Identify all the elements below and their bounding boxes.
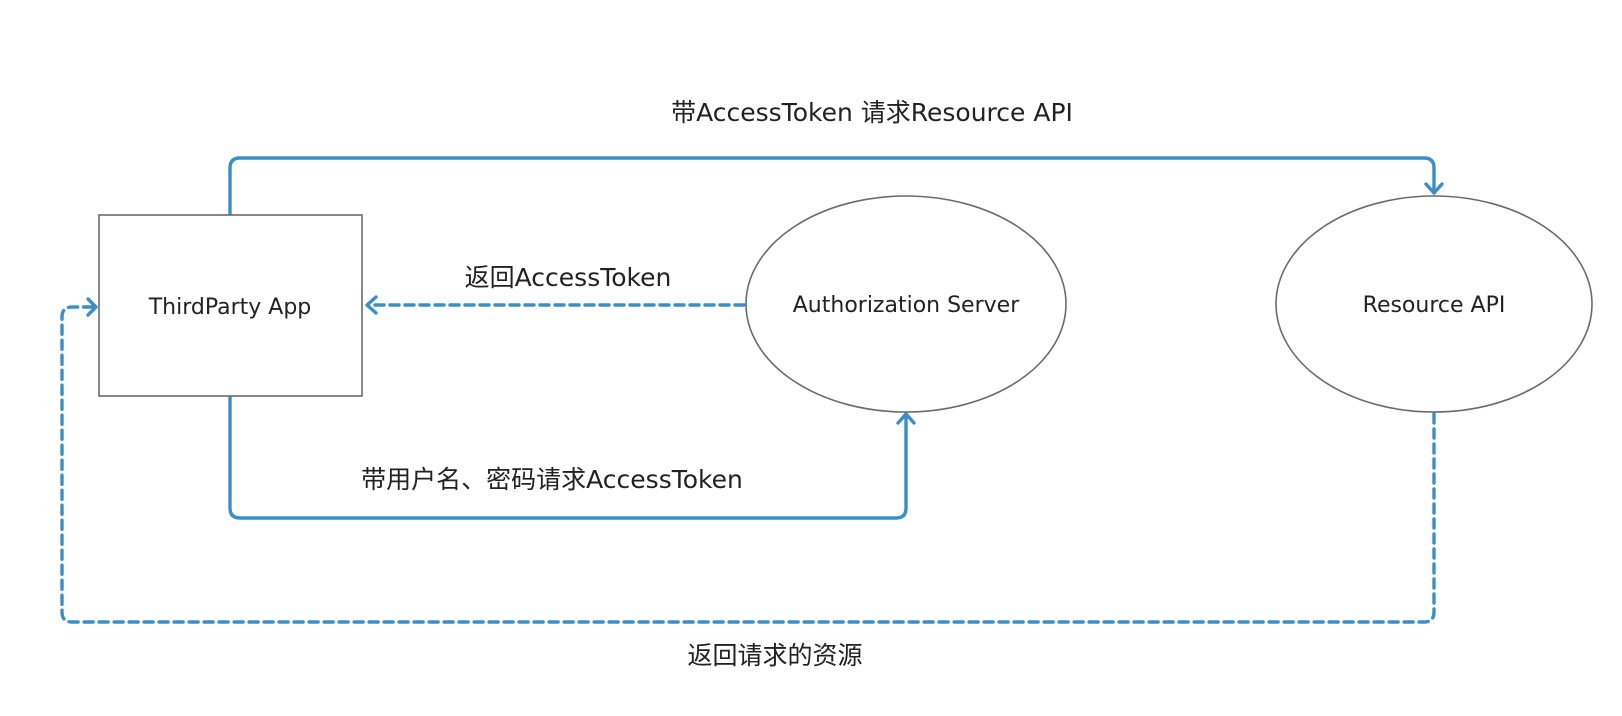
edge-request-resource-line [228,156,1436,216]
node-thirdparty-app-label: ThirdParty App [148,295,312,320]
edge-request-token-label: 带用户名、密码请求AccessToken [361,465,743,494]
edge-return-token-label: 返回AccessToken [465,263,672,292]
edge-request-token-line [228,394,908,520]
edge-return-resource-arrowhead [86,297,98,317]
node-thirdparty-app: ThirdParty App [98,214,363,397]
node-authorization-server-ellipse [745,195,1067,413]
edge-return-token-arrowhead [365,295,378,315]
edge-request-resource-label: 带AccessToken 请求Resource API [671,98,1073,127]
node-resource-api-label: Resource API [1363,293,1506,318]
edge-return-token: 返回AccessToken [365,263,746,315]
edge-return-resource-line [60,305,1436,624]
edge-return-resource: 返回请求的资源 [60,297,1436,670]
node-resource-api: Resource API [1275,195,1593,413]
edge-request-resource-arrowhead [1424,182,1444,195]
edge-request-token-arrowhead [896,412,916,425]
node-authorization-server: Authorization Server [745,195,1067,413]
node-resource-api-ellipse [1275,195,1593,413]
edge-request-resource: 带AccessToken 请求Resource API [228,98,1444,216]
edge-request-token: 带用户名、密码请求AccessToken [228,394,916,520]
node-thirdparty-app-box [98,214,363,397]
edge-return-resource-label: 返回请求的资源 [687,641,862,670]
node-authorization-server-label: Authorization Server [793,293,1020,318]
